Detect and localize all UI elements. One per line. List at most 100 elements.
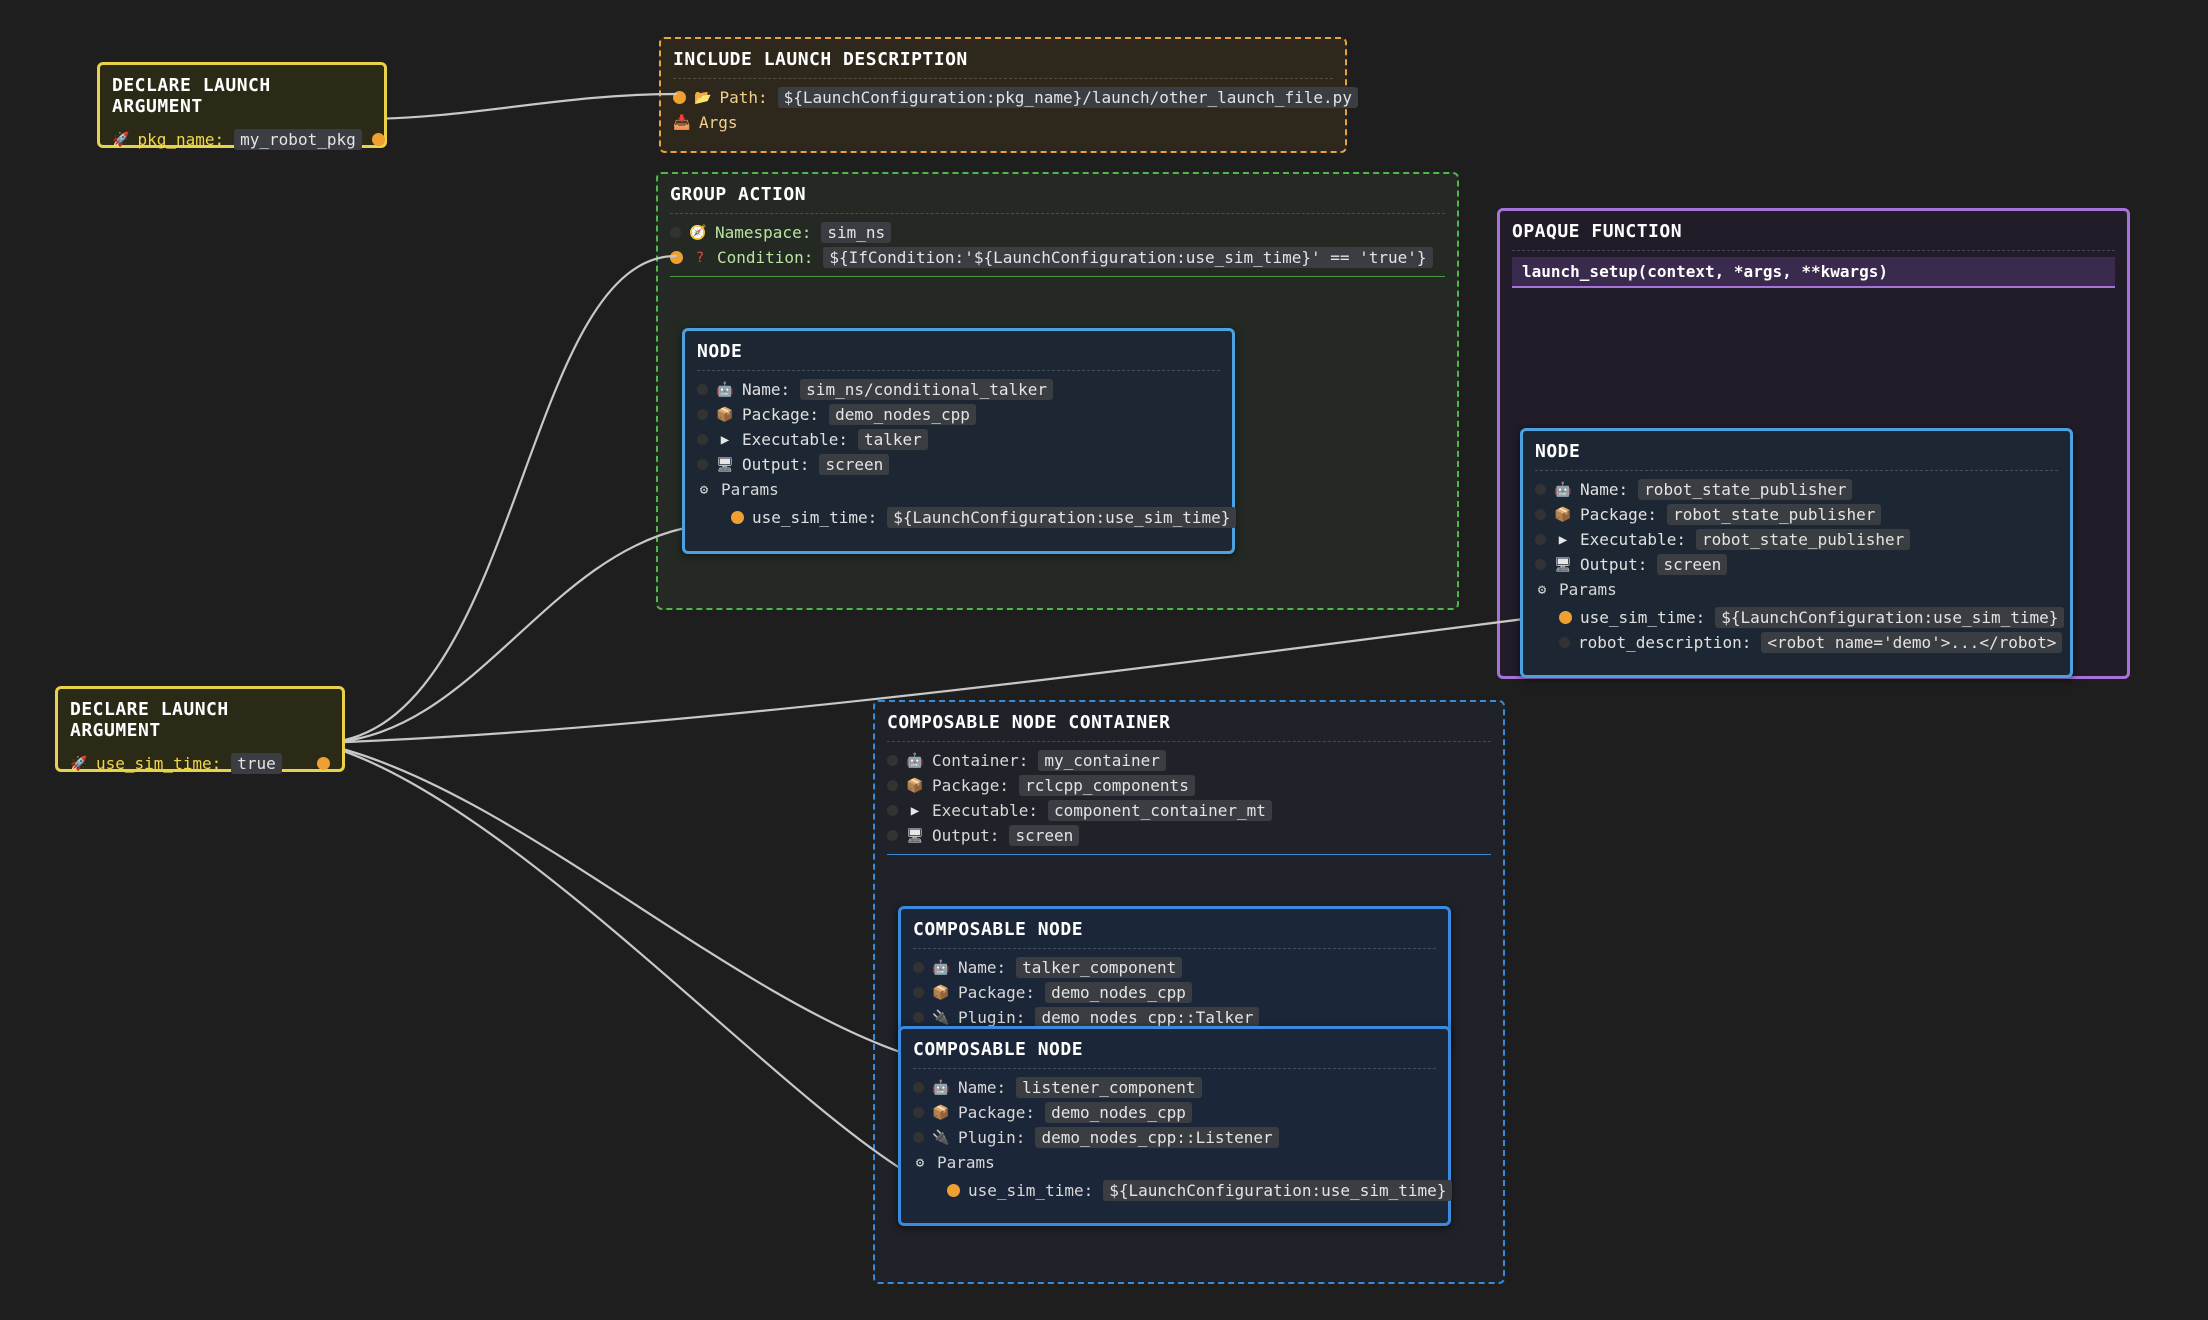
param-value: ${LaunchConfiguration:use_sim_time} <box>887 507 1237 528</box>
node-title: DECLARE LAUNCH ARGUMENT <box>70 699 229 741</box>
input-port[interactable] <box>1535 509 1546 520</box>
node-title: NODE <box>697 341 1220 371</box>
container-label: Container: <box>932 751 1029 770</box>
output-label: Output: <box>1580 555 1648 574</box>
package-label: Package: <box>958 983 1036 1002</box>
input-port[interactable] <box>887 805 898 816</box>
input-port[interactable] <box>697 409 708 420</box>
wire-use-sim-time-to-listener-param <box>316 741 905 1172</box>
input-port[interactable] <box>887 755 898 766</box>
gear-icon: ⚙ <box>1537 581 1547 598</box>
name-value: robot_state_publisher <box>1638 479 1853 500</box>
input-port[interactable] <box>670 251 683 264</box>
input-port[interactable] <box>913 1082 924 1093</box>
param-label: robot_description: <box>1578 633 1752 652</box>
question-icon: ? <box>695 249 705 266</box>
include-launch-description[interactable]: INCLUDE LAUNCH DESCRIPTION 📂 Path: ${Lau… <box>659 37 1358 153</box>
package-value: demo_nodes_cpp <box>1045 982 1192 1003</box>
param-label: use_sim_time: <box>968 1181 1094 1200</box>
param-input-port[interactable] <box>1559 611 1572 624</box>
input-port[interactable] <box>697 384 708 395</box>
input-port[interactable] <box>913 1107 924 1118</box>
condition-label: Condition: <box>717 248 814 267</box>
executable-value: robot_state_publisher <box>1695 529 1911 550</box>
plug-icon: 🔌 <box>932 1009 950 1026</box>
package-label: Package: <box>958 1103 1036 1122</box>
input-port[interactable] <box>913 1132 924 1143</box>
input-port[interactable] <box>1535 559 1546 570</box>
params-label: Params <box>937 1153 995 1172</box>
input-port[interactable] <box>697 459 708 470</box>
namespace-label: Namespace: <box>715 223 812 242</box>
param-input-port[interactable] <box>1559 637 1570 648</box>
input-port[interactable] <box>673 91 686 104</box>
node-title: DECLARE LAUNCH ARGUMENT <box>112 75 271 117</box>
path-label: Path: <box>719 88 768 107</box>
node-title: COMPOSABLE NODE <box>913 919 1436 949</box>
package-icon: 📦 <box>906 777 924 794</box>
param-input-port[interactable] <box>731 511 744 524</box>
output-port[interactable] <box>317 757 330 770</box>
condition-value: ${IfCondition:'${LaunchConfiguration:use… <box>823 247 1433 268</box>
package-icon: 📦 <box>932 984 950 1001</box>
output-port[interactable] <box>371 133 385 146</box>
input-port[interactable] <box>913 1012 924 1023</box>
package-icon: 📦 <box>1554 506 1572 523</box>
robot-icon: 🤖 <box>716 381 734 398</box>
folder-icon: 📂 <box>694 89 712 106</box>
input-port[interactable] <box>1535 484 1546 495</box>
node-title: OPAQUE FUNCTION <box>1512 221 2115 251</box>
param-value: ${LaunchConfiguration:use_sim_time} <box>1103 1180 1453 1201</box>
input-port[interactable] <box>697 434 708 445</box>
input-port[interactable] <box>913 962 924 973</box>
play-icon: ▶ <box>1558 531 1568 548</box>
play-icon: ▶ <box>910 802 920 819</box>
node-title: COMPOSABLE NODE CONTAINER <box>887 712 1491 742</box>
plugin-label: Plugin: <box>958 1008 1026 1027</box>
composable-node-talker[interactable]: COMPOSABLE NODE 🤖Name:talker_component 📦… <box>898 906 1451 1046</box>
arg-value: true <box>231 753 282 774</box>
output-label: Output: <box>932 826 1000 845</box>
wire-use-sim-time-to-condition <box>316 254 678 745</box>
input-port[interactable] <box>670 227 681 238</box>
declare-launch-argument-pkg-name[interactable]: DECLARE LAUNCH ARGUMENT 🚀 pkg_name: my_r… <box>97 62 387 150</box>
gear-icon: ⚙ <box>699 481 709 498</box>
executable-value: component_container_mt <box>1047 800 1272 821</box>
package-icon: 📦 <box>716 406 734 423</box>
name-label: Name: <box>958 958 1007 977</box>
robot-icon: 🤖 <box>932 1079 950 1096</box>
node-conditional-talker[interactable]: NODE 🤖Name:sim_ns/conditional_talker 📦Pa… <box>682 328 1237 554</box>
output-value: screen <box>1009 825 1080 846</box>
arg-label: use_sim_time: <box>96 754 222 773</box>
input-port[interactable] <box>887 830 898 841</box>
wire-use-sim-time-to-node-param <box>316 526 687 745</box>
package-label: Package: <box>742 405 820 424</box>
output-value: screen <box>819 454 890 475</box>
output-value: screen <box>1657 554 1728 575</box>
node-title: INCLUDE LAUNCH DESCRIPTION <box>673 49 1333 79</box>
arg-value: my_robot_pkg <box>234 129 362 150</box>
param-input-port[interactable] <box>947 1184 960 1197</box>
name-label: Name: <box>958 1078 1007 1097</box>
input-port[interactable] <box>1535 534 1546 545</box>
path-value: ${LaunchConfiguration:pkg_name}/launch/o… <box>777 87 1358 108</box>
robot-icon: 🤖 <box>906 752 924 769</box>
declare-launch-argument-use-sim-time[interactable]: DECLARE LAUNCH ARGUMENT 🚀 use_sim_time: … <box>55 686 345 774</box>
wire-pkg-name-to-include <box>358 92 678 121</box>
plugin-label: Plugin: <box>958 1128 1026 1147</box>
params-label: Params <box>1559 580 1617 599</box>
param-label: use_sim_time: <box>752 508 878 527</box>
composable-node-listener[interactable]: COMPOSABLE NODE 🤖Name:listener_component… <box>898 1026 1453 1226</box>
executable-label: Executable: <box>1580 530 1686 549</box>
namespace-value: sim_ns <box>821 222 892 243</box>
input-port[interactable] <box>887 780 898 791</box>
param-value: <robot name='demo'>...</robot> <box>1761 632 2063 653</box>
executable-label: Executable: <box>932 801 1038 820</box>
name-label: Name: <box>1580 480 1629 499</box>
compass-icon: 🧭 <box>689 224 707 241</box>
input-port[interactable] <box>913 987 924 998</box>
package-value: robot_state_publisher <box>1667 504 1882 525</box>
play-icon: ▶ <box>720 431 730 448</box>
node-robot-state-publisher[interactable]: NODE 🤖Name:robot_state_publisher 📦Packag… <box>1520 428 2073 678</box>
rocket-icon: 🚀 <box>112 131 130 148</box>
